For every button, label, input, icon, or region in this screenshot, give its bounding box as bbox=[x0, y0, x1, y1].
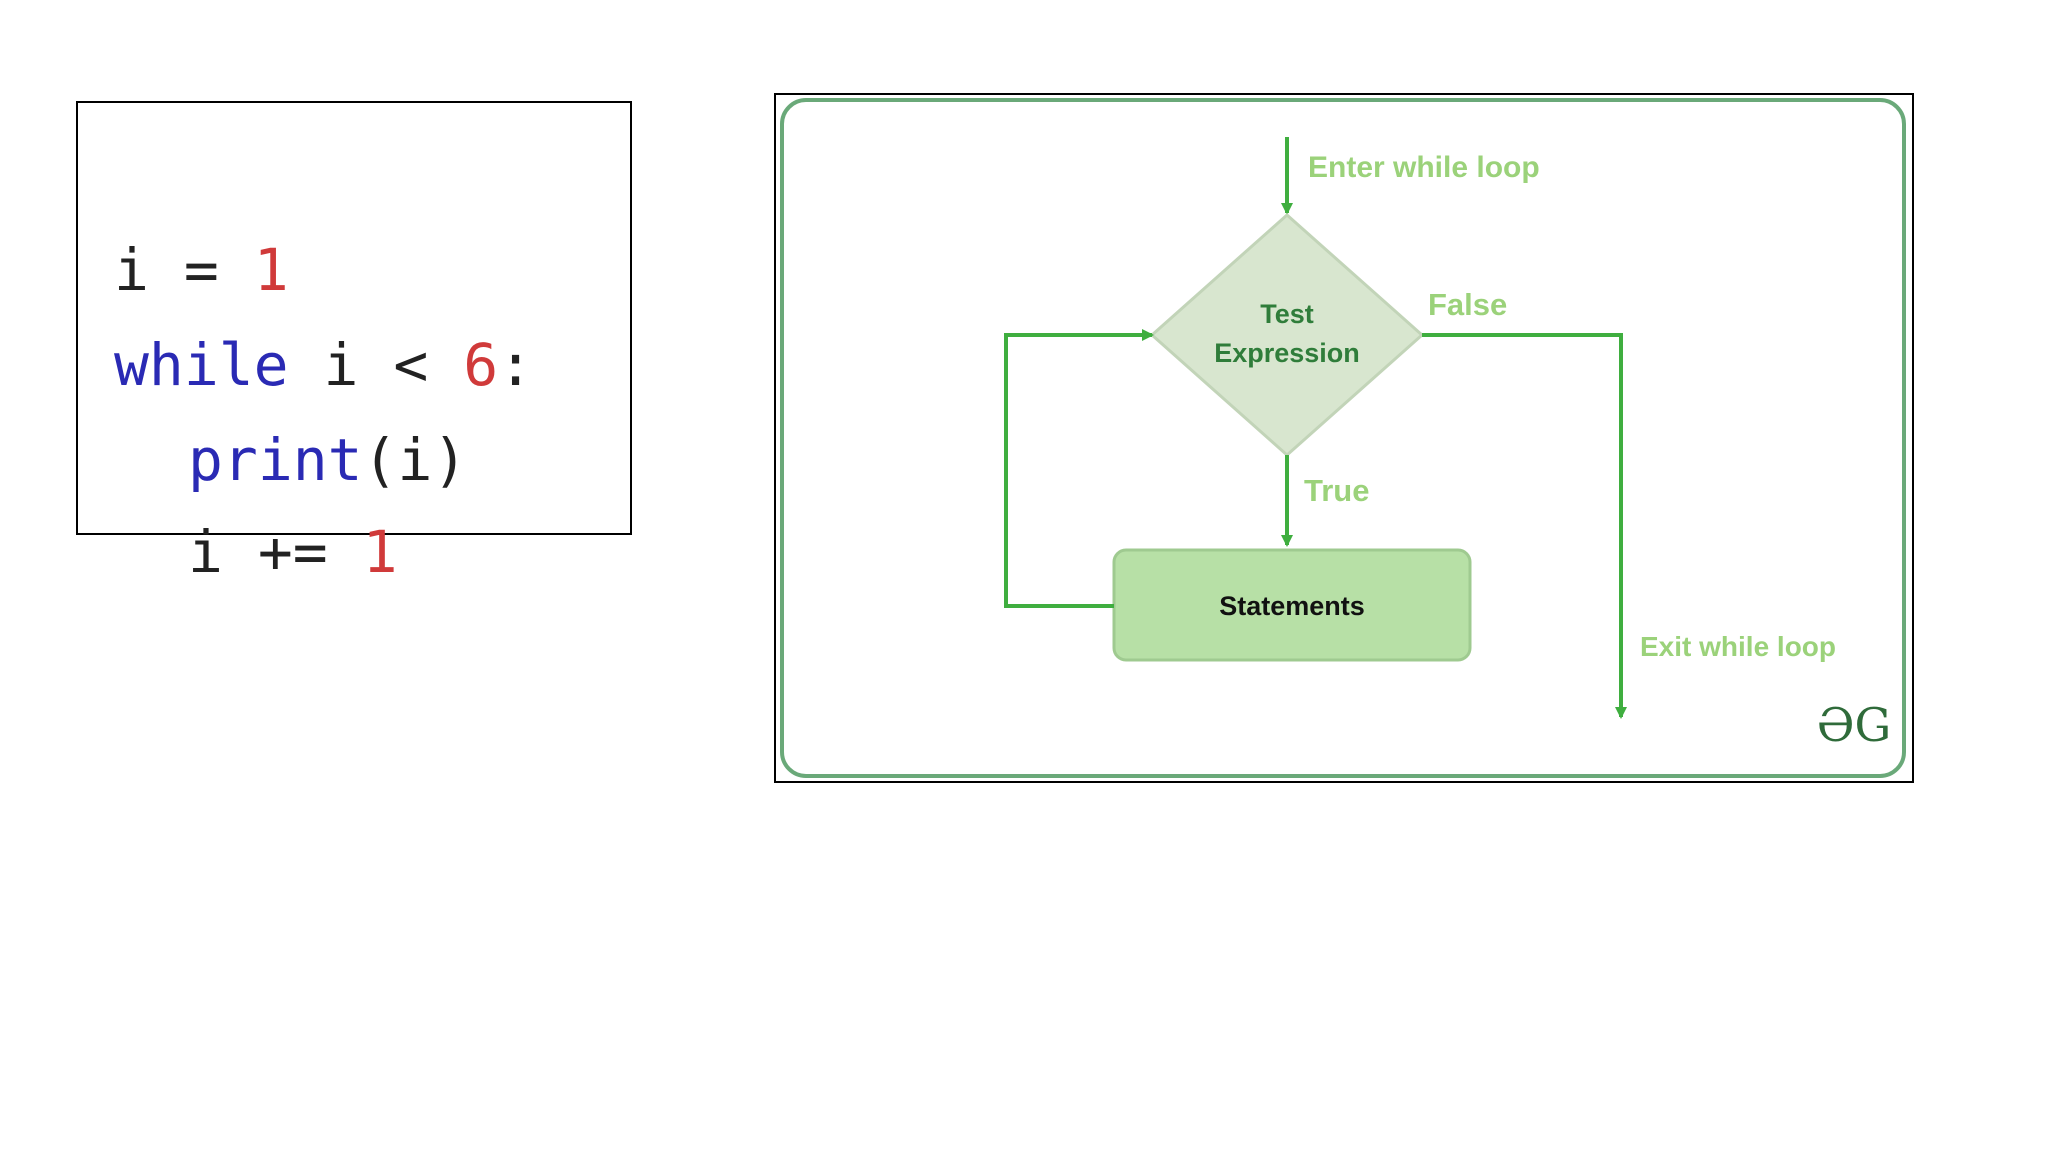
code-keyword: while bbox=[114, 331, 289, 399]
loop-back-arrow bbox=[1004, 329, 1154, 608]
code-condition: i < bbox=[323, 331, 429, 399]
decision-label-line1: Test bbox=[1260, 299, 1314, 329]
code-line-3: print(i) bbox=[188, 425, 467, 495]
code-snippet-panel: i = 1 while i < 6: print(i) i += 1 bbox=[76, 101, 632, 586]
code-line-1: i = 1 bbox=[114, 235, 289, 305]
statements-label: Statements bbox=[1219, 591, 1365, 621]
code-args: (i) bbox=[362, 426, 468, 494]
gfg-logo: ƏG bbox=[1817, 698, 1891, 752]
false-label: False bbox=[1428, 287, 1507, 322]
enter-label: Enter while loop bbox=[1308, 151, 1540, 184]
code-operator: += bbox=[257, 518, 328, 586]
false-exit-arrow bbox=[1422, 333, 1627, 719]
code-number: 1 bbox=[362, 518, 398, 586]
code-line-4: i += 1 bbox=[188, 517, 398, 587]
code-operator: = bbox=[183, 236, 219, 304]
code-var: i bbox=[188, 518, 223, 586]
inner-rounded-frame bbox=[780, 98, 1906, 778]
code-function: print bbox=[188, 426, 363, 494]
decision-label-line2: Expression bbox=[1214, 338, 1360, 368]
code-var: i bbox=[114, 236, 149, 304]
true-label: True bbox=[1304, 473, 1369, 508]
exit-label: Exit while loop bbox=[1640, 631, 1836, 662]
code-colon: : bbox=[498, 331, 534, 399]
code-number: 6 bbox=[463, 331, 499, 399]
while-loop-flowchart: Enter while loop Test Expression False T… bbox=[774, 93, 1914, 783]
flowchart-canvas: Enter while loop Test Expression False T… bbox=[780, 98, 1906, 778]
code-line-2: while i < 6: bbox=[114, 330, 533, 400]
code-number: 1 bbox=[253, 236, 289, 304]
